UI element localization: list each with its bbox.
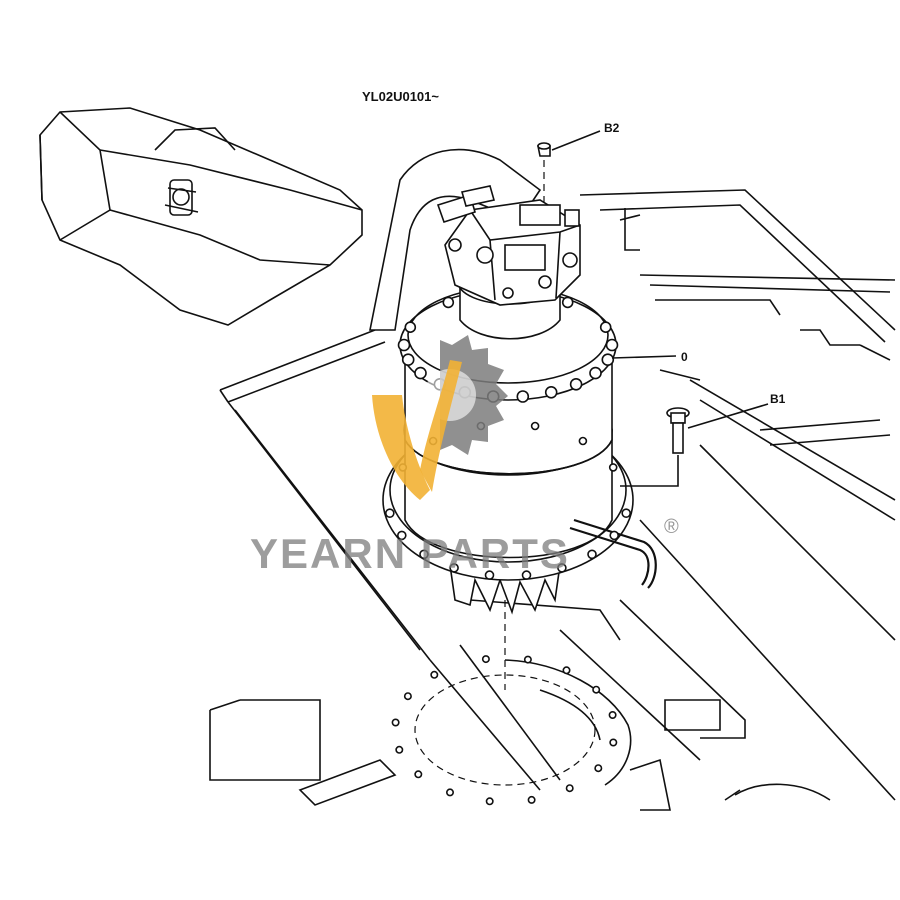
- mounting-ring: [414, 600, 632, 786]
- flange-bolt: [601, 353, 615, 367]
- hydraulic-tank: [39, 107, 363, 326]
- callout-label-0: 0: [681, 350, 688, 364]
- flange-bolt: [589, 366, 602, 380]
- base-bolt: [521, 570, 532, 580]
- ring-hole: [485, 797, 494, 806]
- base-hole: [608, 463, 618, 472]
- flange-bolt: [502, 287, 514, 299]
- base-bolt: [396, 530, 407, 541]
- flange-bolt: [404, 321, 417, 334]
- registered-mark: ®: [664, 516, 679, 538]
- brand-logo-icon: [372, 335, 508, 500]
- base-bolt: [621, 508, 632, 519]
- flange-bolt: [516, 390, 530, 403]
- base-bolt: [484, 570, 495, 580]
- ring-hole: [481, 655, 490, 664]
- ring-hole: [523, 655, 532, 664]
- ring-hole: [527, 795, 536, 804]
- ring-hole: [594, 764, 603, 773]
- flange-bolt: [401, 353, 415, 367]
- base-hole: [578, 436, 588, 446]
- ring-hole: [395, 745, 404, 754]
- ring-hole: [608, 710, 617, 719]
- base-bolt: [609, 530, 620, 541]
- ring-hole: [565, 784, 574, 793]
- flange-bolt: [397, 338, 411, 352]
- ring-hole: [609, 738, 618, 747]
- ring-hole: [592, 685, 601, 694]
- base-bolt: [419, 549, 429, 560]
- flange-bolt: [605, 338, 619, 352]
- mounting-ring-holes: [391, 655, 618, 806]
- ring-hole: [414, 770, 423, 779]
- callout-label-b1: B1: [770, 392, 786, 406]
- flange-bolt: [599, 321, 612, 334]
- brand-watermark: YEARN PARTS ®: [250, 335, 679, 577]
- callout-0: 0: [611, 350, 688, 364]
- serial-range-label: YL02U0101~: [362, 89, 439, 104]
- ring-hole: [562, 666, 571, 675]
- flange-bolt: [544, 385, 558, 399]
- y-mark-icon: [372, 395, 430, 500]
- callout-label-b2: B2: [604, 121, 620, 135]
- ring-hole: [391, 718, 400, 727]
- callout-b2: B2: [537, 121, 620, 205]
- ring-hole: [445, 788, 454, 797]
- base-bolt: [587, 549, 597, 560]
- base-bolt: [384, 508, 395, 519]
- flange-bolt: [442, 296, 455, 309]
- ring-hole: [430, 670, 439, 679]
- brand-name: YEARN PARTS: [250, 530, 570, 577]
- flange-bolt: [561, 296, 574, 309]
- flange-bolt: [414, 366, 427, 380]
- swing-motor-assembly: [369, 148, 657, 615]
- base-bolt: [449, 563, 459, 573]
- ring-hole: [403, 692, 412, 701]
- upper-frame: [209, 189, 896, 811]
- callout-b1: B1: [620, 392, 786, 487]
- base-flange-bolts: [384, 508, 632, 580]
- flange-bolt: [569, 377, 583, 391]
- base-bolt: [557, 563, 567, 573]
- base-hole: [530, 421, 540, 431]
